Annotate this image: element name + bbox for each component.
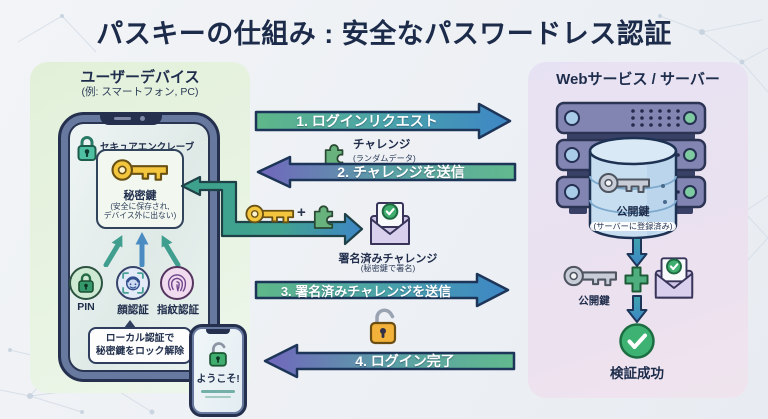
flow-arrow-step3 [254,272,510,308]
auth-to-key-arrows-icon [103,232,181,267]
challenge-label: チャレンジ [353,139,411,151]
verify-plus-icon [624,266,649,293]
verify-public-key-icon [563,265,617,287]
auth-method-pin-label: PIN [77,301,95,313]
private-key-note-line1: (安全に保存され, [110,202,170,212]
verify-flow-down-arrow-1 [626,237,648,267]
success-check-icon [619,323,655,359]
welcome-underline [205,395,231,398]
device-panel-title: ユーザーデバイス [80,69,200,86]
unlock-padlock-icon [369,308,397,345]
server-panel-title: Webサービス / サーバー [556,71,720,88]
welcome-phone-notch [206,329,230,334]
device-panel-subtitle: (例: スマートフォン, PC) [81,86,199,98]
private-key-note-line2: デバイス外に出ない) [103,211,177,221]
public-key-database-icon [588,136,678,240]
flow-arrow-step4-label: 4. ログイン完了 [355,353,455,369]
private-key-box: 秘密鍵 (安全に保存され, デバイス外に出ない) [96,149,184,229]
unlocked-lock-icon [209,342,227,367]
private-key-icon [111,159,168,181]
local-auth-bubble: ローカル認証で 秘密鍵をロック解除 [88,327,192,364]
signing-plus: + [297,204,306,221]
pin-lock-icon [78,273,94,293]
notch-camera-icon [140,116,145,121]
flow-arrow-step4 [263,343,516,379]
auth-method-face-label: 顔認証 [117,304,149,316]
signed-challenge-label: 署名済みチャレンジ [338,253,438,265]
public-key-note: (サーバーに登録済み) [573,216,693,234]
signed-challenge-note: (秘密鍵で署名) [360,264,416,273]
auth-method-fingerprint [160,266,194,300]
signing-puzzle-icon [313,205,334,229]
verify-flow-down-arrow-2 [626,295,648,323]
flow-arrow-step1 [254,102,512,140]
phone-notch [100,112,162,125]
auth-method-face [116,266,150,300]
public-key-label: 公開鍵 [616,206,650,218]
success-label: 検証成功 [610,366,664,381]
flow-arrow-step3-label: 3. 署名済みチャレンジを送信 [280,283,452,299]
verify-public-key-label: 公開鍵 [578,295,610,307]
challenge-puzzle-icon [324,144,344,167]
signed-challenge-envelope-icon [370,202,410,245]
verify-envelope-icon [654,257,694,299]
auth-method-fingerprint-label: 指紋認証 [157,304,199,316]
signing-key-icon [245,204,295,224]
local-auth-note-line1: ローカル認証で [105,333,175,345]
flow-arrow-step2-label: 2. チャレンジを送信 [337,164,465,180]
face-id-icon [122,272,144,294]
flow-arrow-step2 [256,155,517,189]
notch-speaker [114,117,131,120]
welcome-phone-screen: ようこそ! [194,329,242,412]
secure-enclave-lock-icon [77,136,97,161]
secure-enclave-label: セキュアエンクレーブ [100,142,195,153]
local-auth-bubble-pointer [124,320,136,328]
auth-method-pin [69,266,103,300]
flow-arrow-step1-label: 1. ログインリクエスト [296,113,438,129]
welcome-underline [201,390,235,393]
private-key-label: 秘密鍵 [123,190,157,202]
page-title: パスキーの仕組み : 安全なパスワードレス認証 [96,19,672,49]
challenge-note: (ランダムデータ) [353,153,416,163]
local-auth-note-line2: 秘密鍵をロック解除 [95,345,185,357]
fingerprint-icon [167,274,187,292]
welcome-message: ようこそ! [196,374,240,385]
